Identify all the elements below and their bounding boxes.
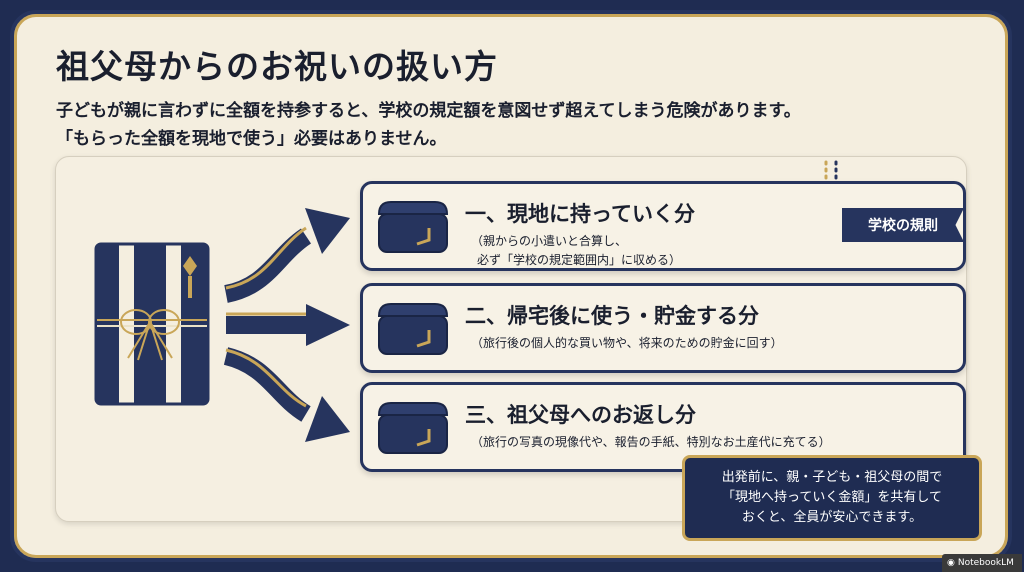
notebooklm-label: NotebookLM <box>957 558 1014 568</box>
school-rule-tag: 学校の規則 <box>842 208 964 242</box>
notebooklm-logo-icon: ◉ <box>947 558 955 568</box>
page-title: 祖父母からのお祝いの扱い方 <box>56 47 498 86</box>
card-2: 二、帰宅後に使う・貯金する分 （旅行後の個人的な買い物や、将来のための貯金に回す… <box>360 283 966 373</box>
subtitle: 子どもが親に言わずに全額を持参すると、学校の規定額を意図せず超えてしまう危険があ… <box>56 97 801 153</box>
notebooklm-badge: ◉ NotebookLM <box>942 554 1022 572</box>
note-box: 出発前に、親・子ども・祖父母の間で 「現地へ持っていく金額」を共有して おくと、… <box>682 455 982 541</box>
card-1-desc: （親からの小遣いと合算し、 必ず「学校の規定範囲内」に収める） <box>471 232 681 270</box>
card-3-desc: （旅行の写真の現像代や、報告の手紙、特別なお土産代に充てる） <box>471 435 831 449</box>
note-line-2: 「現地へ持っていく金額」を共有して <box>722 490 942 505</box>
pouch-icon <box>377 201 449 253</box>
card-1-desc-line-1: （親からの小遣いと合算し、 <box>471 234 628 248</box>
subtitle-line-1: 子どもが親に言わずに全額を持参すると、学校の規定額を意図せず超えてしまう危険があ… <box>56 101 801 121</box>
card-3-title: 三、祖父母へのお返し分 <box>465 403 696 427</box>
card-1: 一、現地に持っていく分 （親からの小遣いと合算し、 必ず「学校の規定範囲内」に収… <box>360 181 966 271</box>
pouch-icon <box>377 303 449 355</box>
card-2-desc: （旅行後の個人的な買い物や、将来のための貯金に回す） <box>471 336 783 350</box>
arrow-icons <box>223 208 350 442</box>
subtitle-line-2: 「もらった全額を現地で使う」必要はありません。 <box>56 129 447 149</box>
note-line-1: 出発前に、親・子ども・祖父母の間で <box>721 470 943 485</box>
card-1-desc-line-2: 必ず「学校の規定範囲内」に収める） <box>477 253 682 267</box>
card-1-title: 一、現地に持っていく分 <box>465 202 695 226</box>
pouch-icon <box>377 402 449 454</box>
note-line-3: おくと、全員が安心できます。 <box>741 510 923 525</box>
card-2-title: 二、帰宅後に使う・貯金する分 <box>465 304 759 328</box>
gift-envelope-icon <box>94 242 210 406</box>
